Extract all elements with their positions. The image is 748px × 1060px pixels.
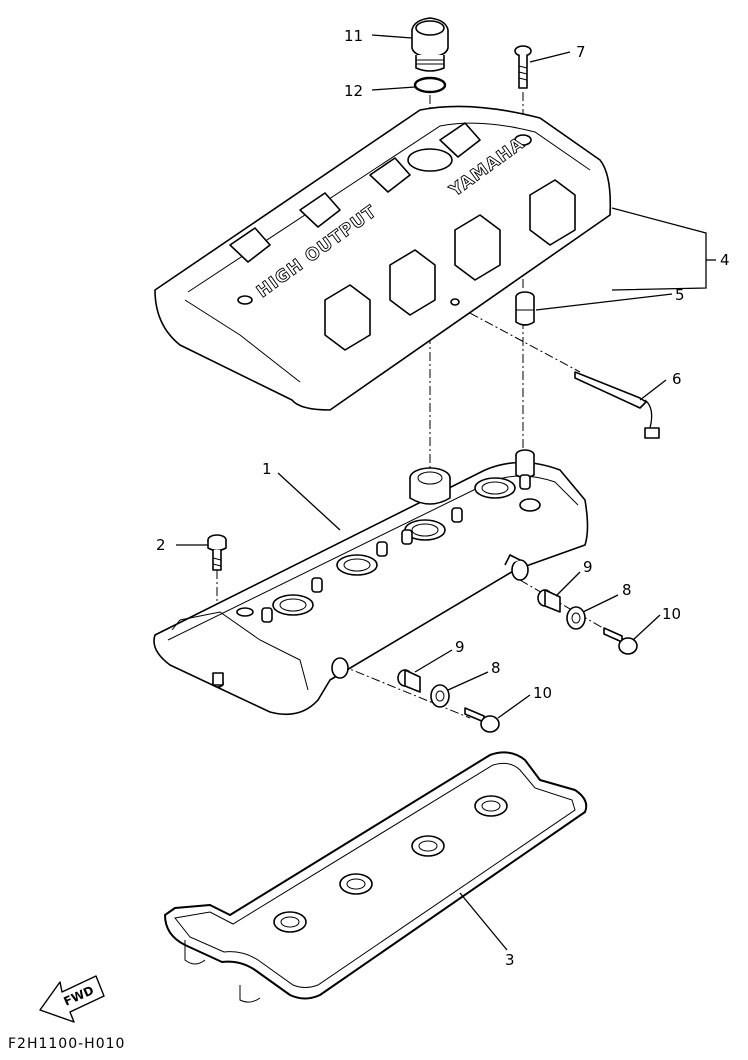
sensor-lead bbox=[574, 371, 660, 439]
callout-8-left: 8 bbox=[491, 659, 501, 677]
callout-1: 1 bbox=[262, 460, 272, 478]
callout-11: 11 bbox=[344, 27, 363, 45]
o-ring bbox=[413, 76, 447, 94]
callout-4: 4 bbox=[720, 251, 730, 269]
cover-screw bbox=[514, 45, 532, 89]
callout-labels: 11 12 7 4 5 6 1 2 9 8 10 9 8 10 3 bbox=[156, 27, 730, 969]
callout-9-right: 9 bbox=[583, 558, 593, 576]
oil-filler-cap bbox=[411, 17, 449, 72]
leader-lines bbox=[176, 34, 716, 951]
callout-10-right: 10 bbox=[662, 605, 681, 623]
diagram-code: F2H1100-H010 bbox=[8, 1036, 125, 1052]
top-cover: HIGH OUTPUT YAMAHA bbox=[154, 105, 612, 411]
callout-9-left: 9 bbox=[455, 638, 465, 656]
mount-set-right bbox=[537, 589, 638, 655]
fwd-arrow-icon: FWD bbox=[39, 975, 105, 1023]
cover-bolt bbox=[207, 534, 227, 571]
mount-set-left bbox=[397, 669, 500, 733]
callout-2: 2 bbox=[156, 536, 166, 554]
cover-gasket bbox=[164, 751, 588, 1003]
callout-8-right: 8 bbox=[622, 581, 632, 599]
grommet bbox=[515, 291, 535, 326]
callout-6: 6 bbox=[672, 370, 682, 388]
callout-3: 3 bbox=[505, 951, 515, 969]
cylinder-head-cover bbox=[153, 449, 589, 716]
callout-12: 12 bbox=[344, 82, 363, 100]
callout-7: 7 bbox=[576, 43, 586, 61]
callout-5: 5 bbox=[675, 286, 685, 304]
callout-10-left: 10 bbox=[533, 684, 552, 702]
